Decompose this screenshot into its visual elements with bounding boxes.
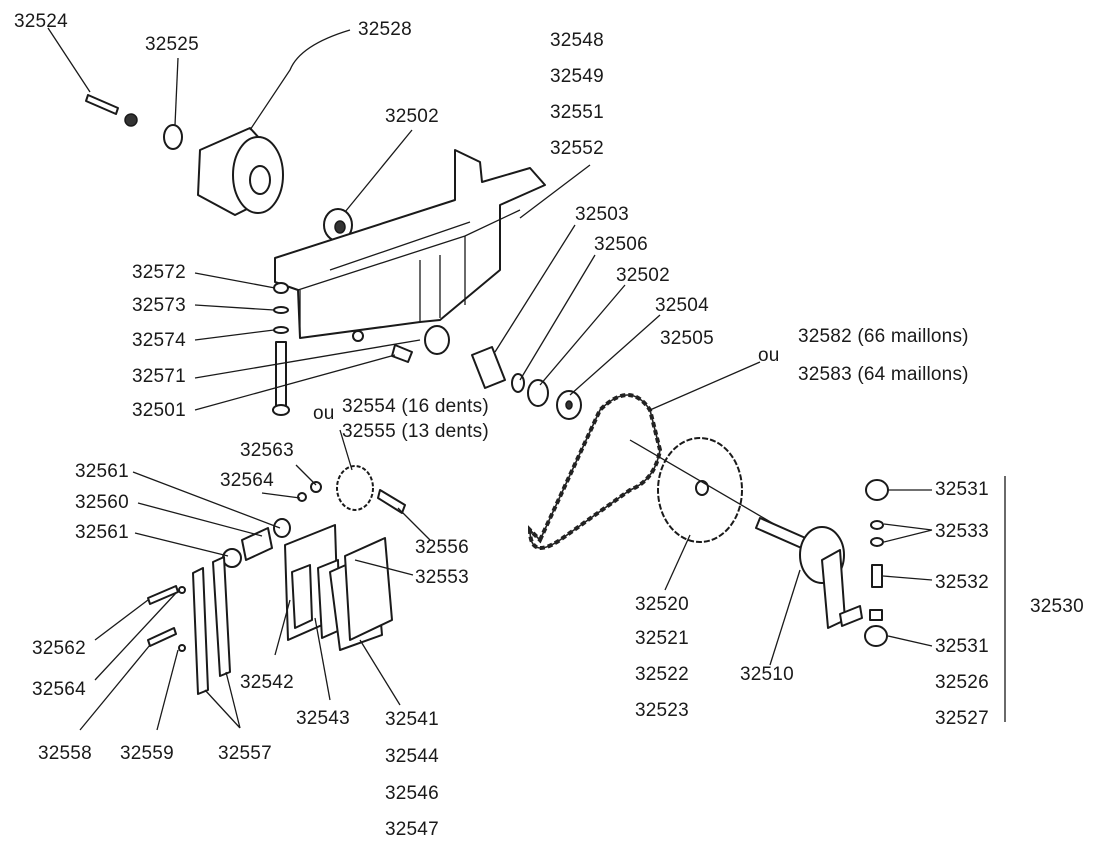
label-32504: 32504 — [655, 295, 709, 316]
label-ou-chain: ou — [758, 345, 780, 366]
label-32503: 32503 — [575, 204, 629, 225]
label-32532: 32532 — [935, 572, 989, 593]
label-32542: 32542 — [240, 672, 294, 693]
label-32563: 32563 — [240, 440, 294, 461]
label-32552: 32552 — [550, 138, 604, 159]
label-32557: 32557 — [218, 743, 272, 764]
label-32549: 32549 — [550, 66, 604, 87]
spacer-stack-32503 — [471, 346, 582, 420]
label-32526: 32526 — [935, 672, 989, 693]
label-32527: 32527 — [935, 708, 989, 729]
plates-32541 — [284, 524, 393, 651]
label-32574: 32574 — [132, 330, 186, 351]
bearing-32502-top — [323, 208, 353, 242]
label-32572: 32572 — [132, 262, 186, 283]
label-32525: 32525 — [145, 34, 199, 55]
label-32544: 32544 — [385, 746, 439, 767]
label-32583: 32583 (64 maillons) — [798, 364, 969, 385]
label-32560: 32560 — [75, 492, 129, 513]
label-32520: 32520 — [635, 594, 689, 615]
label-32543: 32543 — [296, 708, 350, 729]
label-32541: 32541 — [385, 709, 439, 730]
pinion-32554 — [336, 465, 406, 514]
label-32548: 32548 — [550, 30, 604, 51]
label-32547: 32547 — [385, 819, 439, 840]
label-32562: 32562 — [32, 638, 86, 659]
label-32505: 32505 — [660, 328, 714, 349]
label-32556: 32556 — [415, 537, 469, 558]
label-32523: 32523 — [635, 700, 689, 721]
pin-32524 — [85, 94, 138, 127]
label-32554: 32554 (16 dents) — [342, 396, 489, 417]
shaft-crank-32510 — [629, 439, 863, 629]
label-32559: 32559 — [120, 743, 174, 764]
label-ou-pinion: ou — [313, 403, 335, 424]
label-32521: 32521 — [635, 628, 689, 649]
label-32502-top: 32502 — [385, 106, 439, 127]
rod-assembly-32530 — [864, 479, 889, 647]
label-32531-top: 32531 — [935, 479, 989, 500]
label-32524: 32524 — [14, 11, 68, 32]
label-32510: 32510 — [740, 664, 794, 685]
label-32502-shaft: 32502 — [616, 265, 670, 286]
label-32553: 32553 — [415, 567, 469, 588]
strips-32557 — [192, 556, 231, 695]
label-32564-bottom: 32564 — [32, 679, 86, 700]
label-32551: 32551 — [550, 102, 604, 123]
label-32530: 32530 — [1030, 596, 1084, 617]
label-32533: 32533 — [935, 521, 989, 542]
label-32546: 32546 — [385, 783, 439, 804]
label-32506: 32506 — [594, 234, 648, 255]
chain-32582 — [527, 393, 663, 550]
label-32561-top: 32561 — [75, 461, 129, 482]
label-32558: 32558 — [38, 743, 92, 764]
drum-32528 — [197, 127, 284, 216]
screws-32562 — [147, 585, 186, 652]
label-32531-bottom: 32531 — [935, 636, 989, 657]
label-32573: 32573 — [132, 295, 186, 316]
label-32564-top: 32564 — [220, 470, 274, 491]
leader-lines — [47, 27, 933, 731]
label-32522: 32522 — [635, 664, 689, 685]
label-32561-bottom: 32561 — [75, 522, 129, 543]
label-32528: 32528 — [358, 19, 412, 40]
label-32501: 32501 — [132, 400, 186, 421]
washer-32525 — [163, 124, 183, 150]
label-32571: 32571 — [132, 366, 186, 387]
label-32582: 32582 (66 maillons) — [798, 326, 969, 347]
frame-32548 — [274, 149, 546, 363]
label-32555: 32555 (13 dents) — [342, 421, 489, 442]
